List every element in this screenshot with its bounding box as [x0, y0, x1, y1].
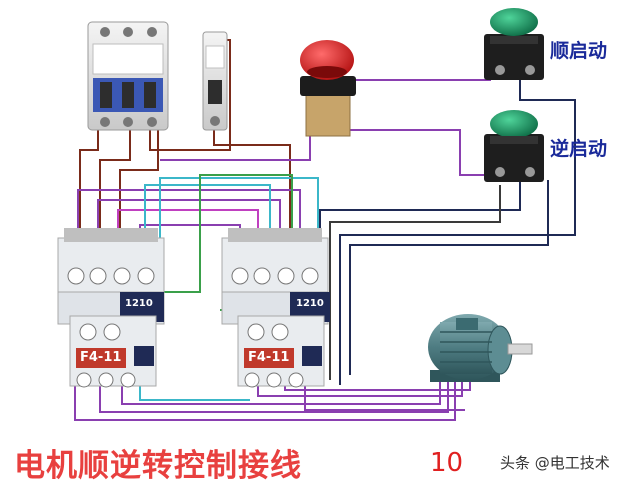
thermal-relay-1: [69, 315, 157, 388]
forward-start-label: 顺启动: [550, 40, 608, 62]
contactor-2: [221, 228, 330, 325]
contactor-1-code: 1210: [125, 298, 153, 309]
relay-2-label: F4-11: [248, 350, 290, 365]
breaker-icon: [87, 21, 169, 131]
watermark: 头条 @电工技术: [500, 454, 610, 472]
forward-start-button: [484, 8, 544, 80]
diagram-title: 电机顺逆转控制接线: [14, 448, 302, 484]
page-number: 10: [430, 448, 464, 478]
contactor-2-code: 1210: [296, 298, 324, 309]
thermal-relay-2: [237, 315, 325, 388]
breaker-1p: [202, 31, 228, 131]
reverse-start-label: 逆启动: [550, 138, 608, 160]
breaker-3p: [87, 21, 169, 131]
motor-icon: [428, 314, 533, 382]
contactor-1: [57, 228, 165, 325]
stop-button-icon: [300, 40, 356, 137]
relay-1-label: F4-11: [80, 350, 122, 365]
reverse-start-button: [484, 110, 544, 182]
